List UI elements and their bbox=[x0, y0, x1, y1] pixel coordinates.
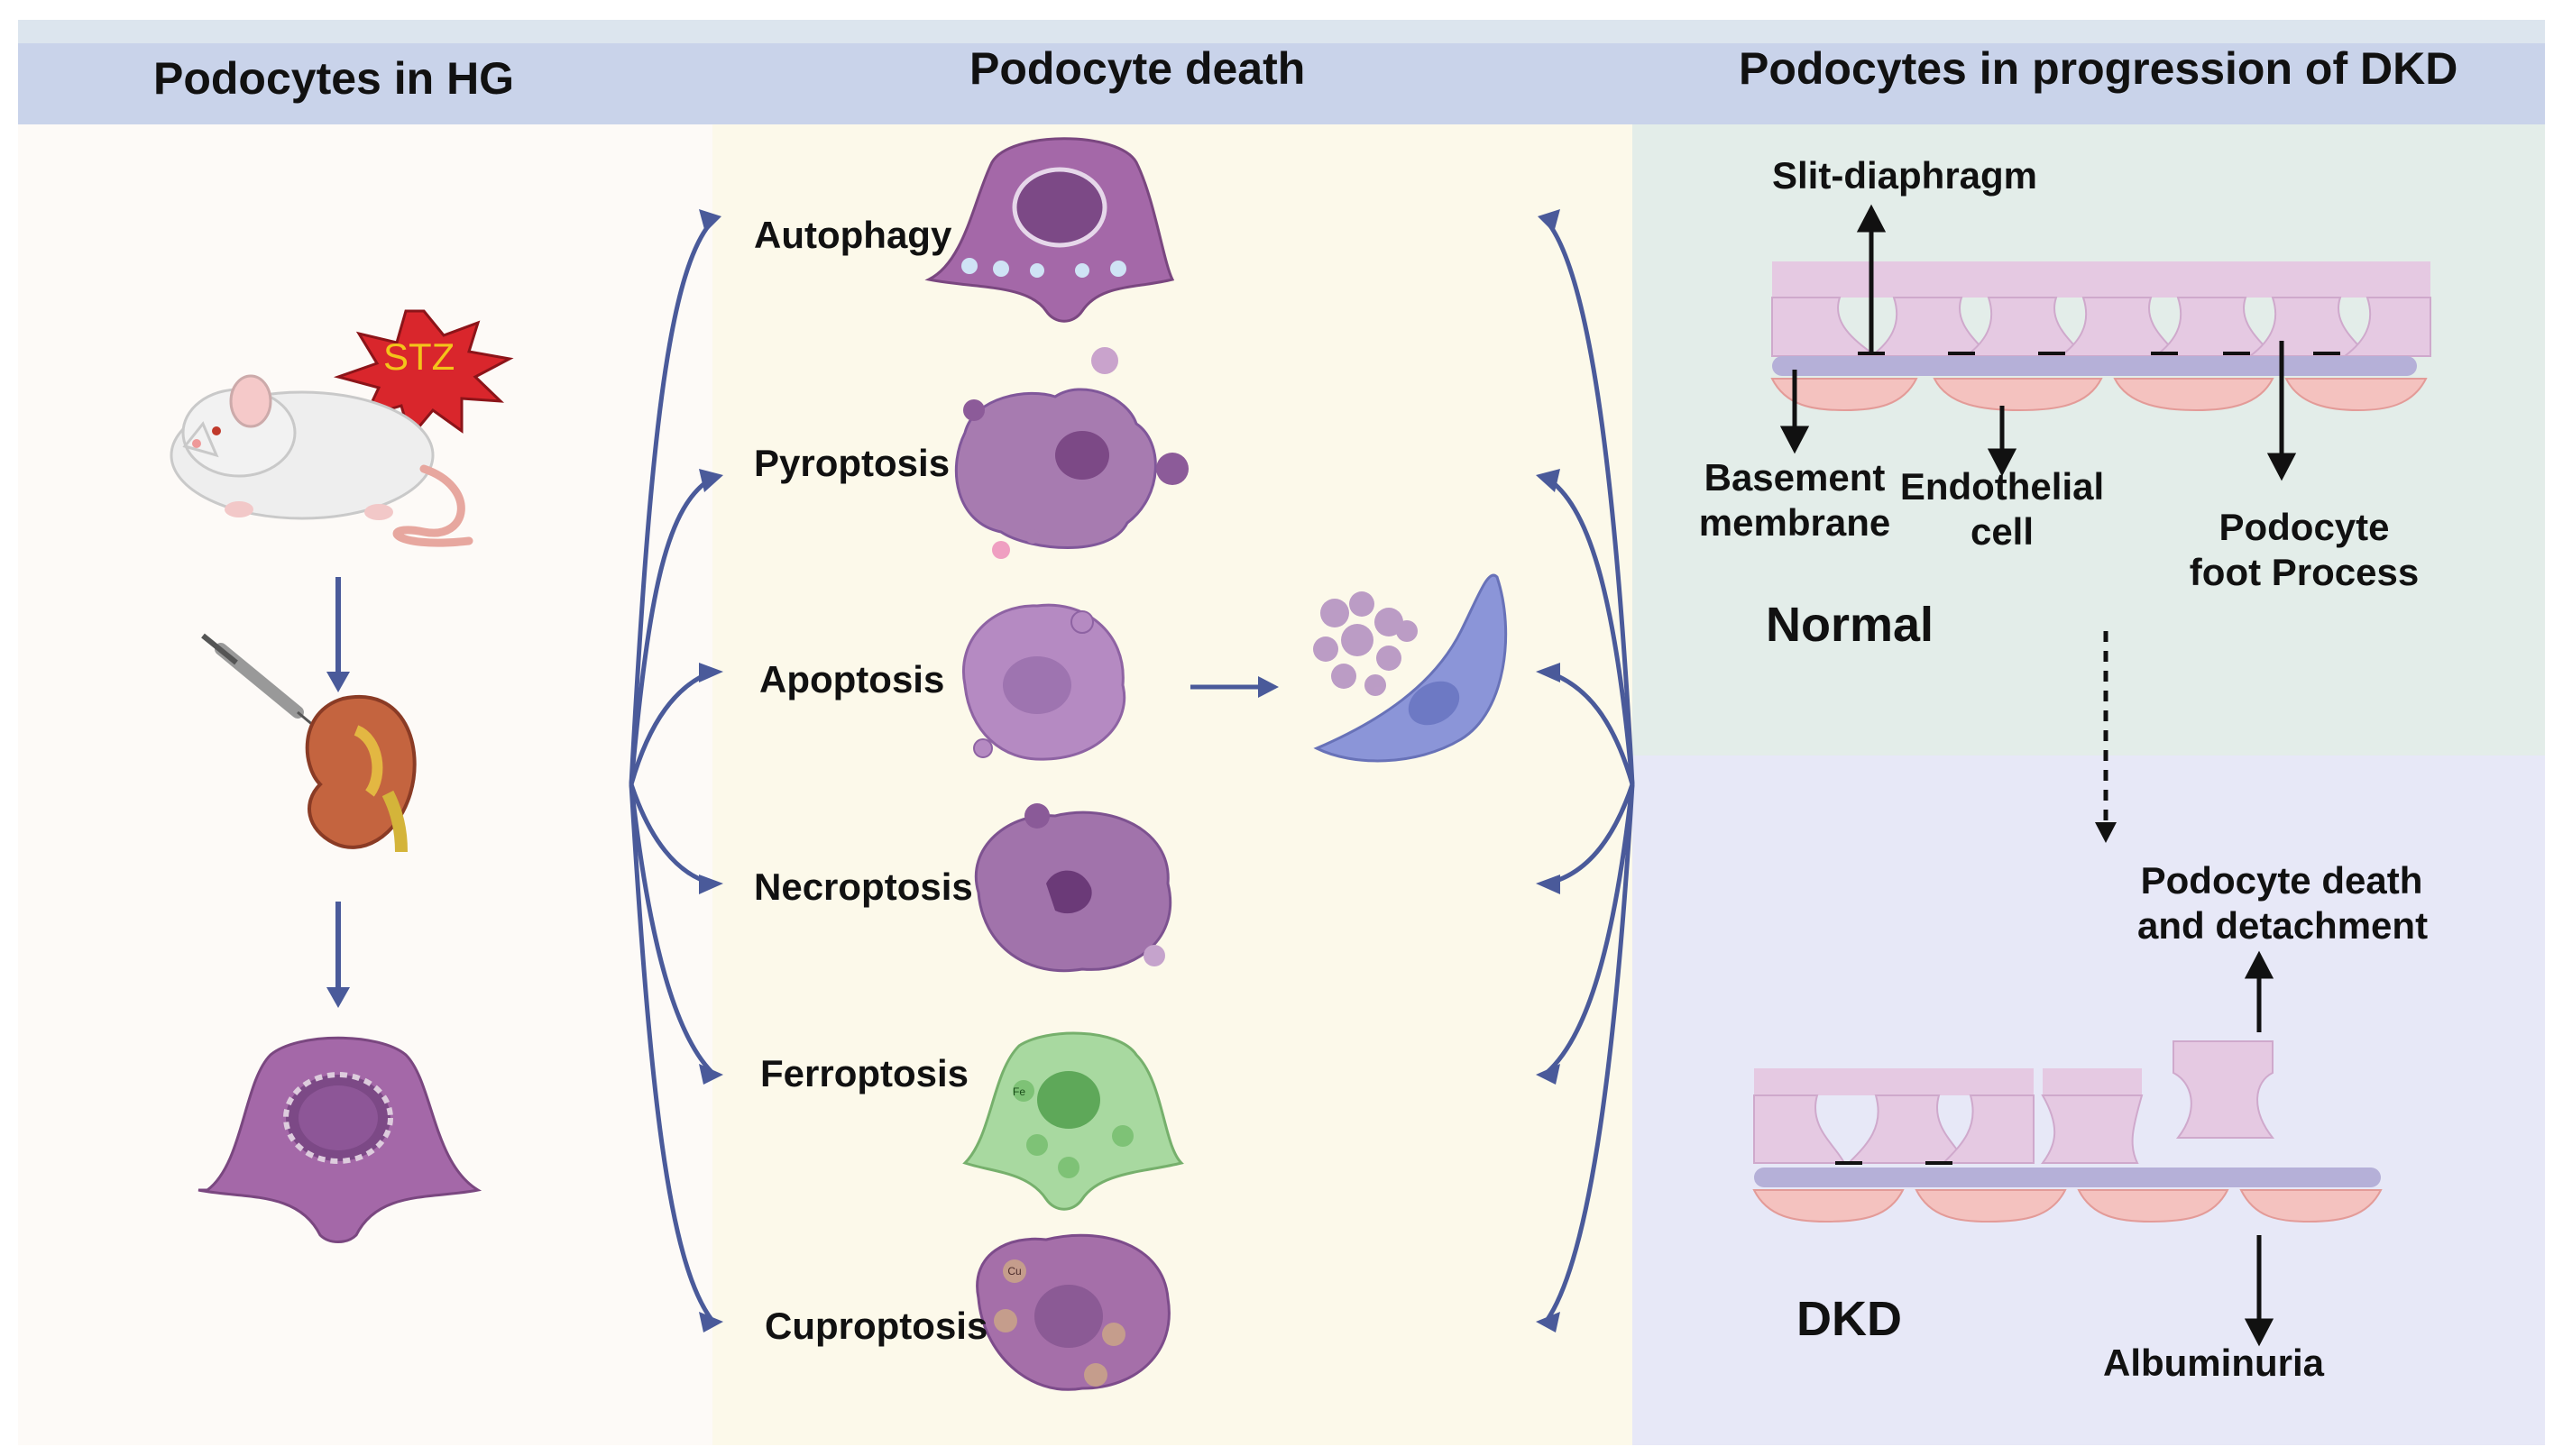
normal-title: Normal bbox=[1766, 598, 1934, 652]
basement-membrane-label: Basement membrane bbox=[1695, 455, 1894, 545]
death-line1: Podocyte death bbox=[2140, 859, 2423, 902]
header-right-title: Podocytes in progression of DKD bbox=[1739, 43, 2458, 94]
left-fan-arrows bbox=[629, 219, 714, 1323]
albuminuria-label: Albuminuria bbox=[2103, 1342, 2325, 1384]
header-left-title: Podocytes in HG bbox=[153, 53, 515, 104]
death-label-autophagy: Autophagy bbox=[754, 214, 952, 256]
phagocyte-cell bbox=[1313, 573, 1508, 763]
foot-line2: foot Process bbox=[2189, 551, 2420, 593]
death-label-ferroptosis: Ferroptosis bbox=[760, 1052, 969, 1094]
header-middle-title: Podocyte death bbox=[969, 43, 1306, 94]
podocyte-hg-cell bbox=[198, 1036, 482, 1243]
basement-line1: Basement bbox=[1704, 456, 1886, 499]
necroptosis-cell bbox=[974, 803, 1172, 973]
fe-marker-label: Fe bbox=[1013, 1085, 1025, 1098]
basement-line2: membrane bbox=[1698, 501, 1891, 544]
detached-foot-process bbox=[2173, 1040, 2275, 1139]
death-label-pyroptosis: Pyroptosis bbox=[754, 442, 951, 484]
pyroptosis-cell bbox=[954, 347, 1189, 559]
podocyte-foot-label: Podocyte foot Process bbox=[2182, 505, 2426, 595]
left-panel-art bbox=[170, 309, 514, 1243]
normal-panel-bg bbox=[1632, 124, 2545, 755]
endothelial-line2: cell bbox=[1970, 510, 2035, 553]
right-fan-arrowheads bbox=[1536, 209, 1560, 1332]
dkd-title: DKD bbox=[1796, 1292, 1902, 1346]
death-label-apoptosis: Apoptosis bbox=[759, 658, 945, 701]
autophagy-cell bbox=[924, 137, 1175, 323]
normal-filtration-barrier bbox=[1770, 261, 2431, 412]
death-label-cuproptosis: Cuproptosis bbox=[765, 1305, 988, 1347]
dkd-annotation-arrows bbox=[2244, 950, 2274, 1347]
rat-icon bbox=[170, 374, 473, 547]
dkd-filtration-barrier bbox=[1752, 1040, 2383, 1223]
cuproptosis-cell bbox=[976, 1233, 1171, 1391]
kidney-icon bbox=[305, 695, 417, 853]
death-line2: and detachment bbox=[2137, 904, 2429, 947]
ferroptosis-cell bbox=[962, 1031, 1184, 1211]
cu-marker-label: Cu bbox=[1007, 1265, 1021, 1277]
normal-annotation-arrows bbox=[1779, 204, 2297, 481]
foot-line1: Podocyte bbox=[2219, 506, 2390, 548]
stz-badge-label: STZ bbox=[383, 335, 455, 378]
podocyte-death-detachment-label: Podocyte death and detachment bbox=[2137, 858, 2429, 948]
endothelial-cell-label: Endothelial cell bbox=[1894, 464, 2110, 554]
death-label-necroptosis: Necroptosis bbox=[754, 865, 973, 908]
right-fan-arrows bbox=[1544, 219, 1635, 1323]
middle-panel-bg bbox=[712, 124, 1632, 1445]
left-fan-arrowheads bbox=[699, 209, 723, 1332]
slit-diaphragm-label: Slit-diaphragm bbox=[1772, 154, 2038, 197]
endothelial-line1: Endothelial bbox=[1899, 465, 2105, 508]
apoptosis-cell bbox=[962, 603, 1126, 761]
